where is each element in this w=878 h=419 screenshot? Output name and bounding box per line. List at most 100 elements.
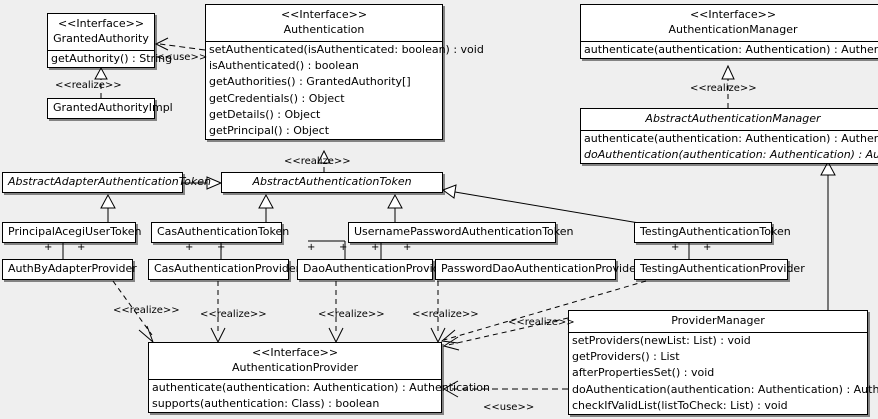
- class-name-label: ProviderManager: [671, 314, 765, 327]
- class-header: CasAuthenticationProvider: [149, 260, 301, 279]
- class-header: <<Interface>> GrantedAuthority: [48, 14, 154, 51]
- class-box-provider-manager[interactable]: ProviderManager setProviders(newList: Li…: [568, 310, 878, 416]
- edge-label-realize-auth-by-adapter-provider: <<realize>>: [113, 305, 180, 316]
- class-members: getAuthority() : String: [48, 51, 173, 67]
- class-name-label: Authentication: [283, 23, 365, 36]
- class-members: authenticate(authentication: Authenticat…: [581, 131, 878, 163]
- class-name-label: GrantedAuthorityImpl: [53, 101, 173, 114]
- association-visibility-marker: +: [403, 242, 412, 253]
- stereotype-label: <<Interface>>: [251, 346, 339, 359]
- class-header: PasswordDaoAuthenticationProvider: [436, 260, 641, 279]
- stereotype-label: <<Interface>>: [280, 8, 368, 21]
- class-header: AbstractAuthenticationToken: [222, 173, 442, 192]
- association-visibility-marker: +: [703, 242, 712, 253]
- member-row: getAuthorities() : GrantedAuthority[]: [209, 75, 411, 89]
- member-row: authenticate(authentication: Authenticat…: [584, 132, 878, 145]
- class-header: AbstractAuthenticationManager: [581, 109, 878, 131]
- member-row: getPrincipal() : Object: [209, 124, 330, 138]
- edge-label-realize-dao-authentication-provider: <<realize>>: [318, 309, 385, 320]
- class-header: AbstractAdapterAuthenticationToken: [3, 173, 211, 192]
- class-name-label: AuthenticationManager: [668, 23, 798, 36]
- class-header: AuthByAdapterProvider: [3, 260, 137, 279]
- class-header: TestingAuthenticationProvider: [635, 260, 805, 279]
- class-header: ProviderManager: [569, 311, 867, 333]
- class-name-label: PrincipalAcegiUserToken: [8, 225, 142, 238]
- class-box-granted-authority-impl[interactable]: GrantedAuthorityImpl: [47, 98, 173, 119]
- member-row: getDetails() : Object: [209, 107, 321, 121]
- class-box-cas-authentication-provider[interactable]: CasAuthenticationProvider: [148, 259, 301, 280]
- class-name-label: AbstractAuthenticationManager: [645, 112, 821, 125]
- member-row: supports(authentication: Class) : boolea…: [152, 397, 380, 411]
- member-row: getProviders() : List: [572, 350, 680, 364]
- class-name-label: AbstractAuthenticationToken: [252, 175, 412, 188]
- class-box-password-dao-authentication-provider[interactable]: PasswordDaoAuthenticationProvider: [435, 259, 641, 280]
- class-box-abstract-adapter-authentication-token[interactable]: AbstractAdapterAuthenticationToken: [2, 172, 211, 193]
- member-row: authenticate(authentication: Authenticat…: [584, 43, 878, 56]
- association-visibility-marker: +: [339, 242, 348, 253]
- class-name-label: UsernamePasswordAuthenticationToken: [354, 225, 574, 238]
- association-visibility-marker: +: [77, 242, 86, 253]
- class-name-label: TestingAuthenticationProvider: [640, 262, 805, 275]
- class-name-label: AuthenticationProvider: [231, 361, 359, 374]
- edge-label-use-authentication-granted-authority: <<use>>: [156, 52, 208, 63]
- class-header: <<Interface>> AuthenticationManager: [581, 5, 878, 42]
- class-box-cas-authentication-token[interactable]: CasAuthenticationToken: [151, 222, 290, 243]
- member-row: setAuthenticated(isAuthenticated: boolea…: [209, 43, 484, 56]
- member-row: getCredentials() : Object: [209, 91, 345, 105]
- class-members: authenticate(authentication: Authenticat…: [581, 42, 878, 58]
- class-name-label: CasAuthenticationProvider: [154, 262, 301, 275]
- class-box-auth-by-adapter-provider[interactable]: AuthByAdapterProvider: [2, 259, 137, 280]
- association-visibility-marker: +: [44, 242, 53, 253]
- class-name-label: AuthByAdapterProvider: [8, 262, 137, 275]
- class-members: authenticate(authentication: Authenticat…: [149, 380, 490, 412]
- association-visibility-marker: +: [217, 242, 226, 253]
- class-box-dao-authentication-provider[interactable]: DaoAuthenticationProvider: [297, 259, 451, 280]
- association-visibility-marker: +: [371, 242, 380, 253]
- class-name-label: DaoAuthenticationProvider: [303, 262, 451, 275]
- class-header: UsernamePasswordAuthenticationToken: [349, 223, 574, 242]
- class-name-label: AbstractAdapterAuthenticationToken: [8, 175, 211, 188]
- stereotype-label: <<Interface>>: [689, 8, 777, 21]
- edge-label-use-provider-manager-authentication-provider: <<use>>: [483, 402, 535, 413]
- class-members: setProviders(newList: List) : void getPr…: [569, 333, 878, 414]
- class-box-granted-authority[interactable]: <<Interface>> GrantedAuthority getAuthor…: [47, 13, 173, 69]
- class-header: PrincipalAcegiUserToken: [3, 223, 142, 242]
- member-row: doAuthentication(authentication: Authent…: [572, 382, 878, 396]
- class-header: <<Interface>> AuthenticationProvider: [149, 343, 441, 380]
- edge-label-realize-provider-manager: <<realize>>: [508, 317, 575, 328]
- class-box-principal-acegi-user-token[interactable]: PrincipalAcegiUserToken: [2, 222, 142, 243]
- class-members: setAuthenticated(isAuthenticated: boolea…: [206, 42, 484, 139]
- member-row: getAuthority() : String: [51, 52, 173, 65]
- edge-label-realize-abstract-authentication-manager: <<realize>>: [690, 83, 757, 94]
- association-visibility-marker: +: [307, 242, 316, 253]
- class-box-testing-authentication-provider[interactable]: TestingAuthenticationProvider: [634, 259, 805, 280]
- class-box-abstract-authentication-manager[interactable]: AbstractAuthenticationManager authentica…: [580, 108, 878, 165]
- edge-label-realize-granted-authority-impl: <<realize>>: [55, 80, 122, 91]
- class-box-authentication-manager[interactable]: <<Interface>> AuthenticationManager auth…: [580, 4, 878, 60]
- class-name-label: TestingAuthenticationToken: [640, 225, 791, 238]
- edge-label-realize-password-dao-authentication-provider: <<realize>>: [412, 309, 479, 320]
- class-header: TestingAuthenticationToken: [635, 223, 791, 242]
- class-name-label: CasAuthenticationToken: [157, 225, 290, 238]
- class-name-label: GrantedAuthority: [53, 32, 149, 45]
- class-header: DaoAuthenticationProvider: [298, 260, 451, 279]
- class-box-testing-authentication-token[interactable]: TestingAuthenticationToken: [634, 222, 791, 243]
- class-box-authentication[interactable]: <<Interface>> Authentication setAuthenti…: [205, 4, 484, 141]
- class-box-abstract-authentication-token[interactable]: AbstractAuthenticationToken: [221, 172, 443, 193]
- class-box-username-password-authentication-token[interactable]: UsernamePasswordAuthenticationToken: [348, 222, 574, 243]
- class-name-label: PasswordDaoAuthenticationProvider: [441, 262, 641, 275]
- association-visibility-marker: +: [185, 242, 194, 253]
- association-visibility-marker: +: [671, 242, 680, 253]
- class-header: <<Interface>> Authentication: [206, 5, 442, 42]
- class-header: GrantedAuthorityImpl: [48, 99, 173, 118]
- class-box-authentication-provider[interactable]: <<Interface>> AuthenticationProvider aut…: [148, 342, 490, 414]
- stereotype-label: <<Interface>>: [57, 17, 145, 30]
- member-row: checkIfValidList(listToCheck: List) : vo…: [572, 398, 788, 412]
- edge-label-realize-abstract-authentication-token: <<realize>>: [284, 156, 351, 167]
- edge-label-realize-cas-authentication-provider: <<realize>>: [200, 309, 267, 320]
- member-row: setProviders(newList: List) : void: [572, 334, 751, 347]
- class-header: CasAuthenticationToken: [152, 223, 290, 242]
- member-row: doAuthentication(authentication: Authent…: [584, 148, 878, 162]
- member-row: isAuthenticated() : boolean: [209, 59, 359, 73]
